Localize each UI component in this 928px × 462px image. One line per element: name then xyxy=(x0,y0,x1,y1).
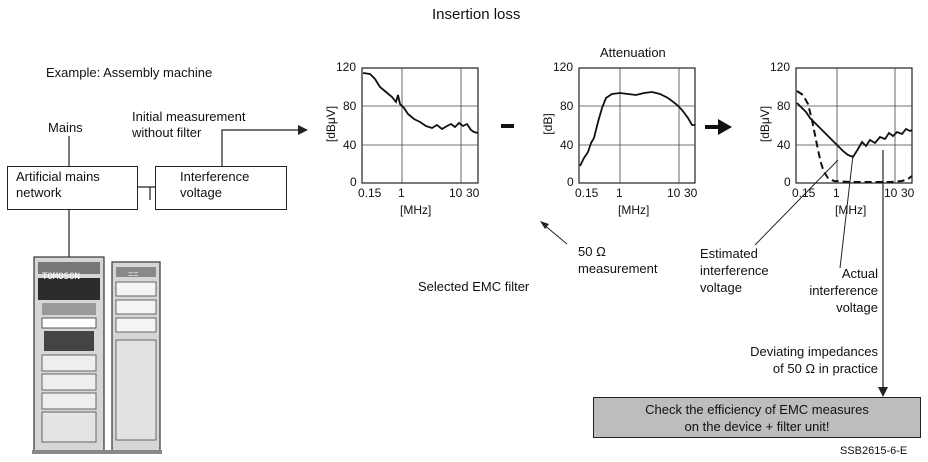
chart-2-ytick-120: 120 xyxy=(553,60,574,74)
estimated-line-2: interference xyxy=(700,263,769,278)
interference-voltage-box: Interference voltage xyxy=(155,166,287,210)
chart-2-ytick-80: 80 xyxy=(560,99,574,113)
chart-1-ytick-80: 80 xyxy=(343,99,357,113)
chart-2-xtick-30: 30 xyxy=(684,186,698,200)
chart-1-xtick-1: 1 xyxy=(398,186,405,200)
actual-line-1: Actual xyxy=(841,266,878,281)
check-efficiency-box: Check the efficiency of EMC measures on … xyxy=(593,397,921,438)
chart-3-ytick-80: 80 xyxy=(777,99,791,113)
chart-3-xlabel: [MHz] xyxy=(835,203,867,217)
artificial-mains-line-1: Artificial mains xyxy=(16,169,100,184)
interference-voltage-line-1: Interference xyxy=(180,169,250,184)
actual-line-3: voltage xyxy=(836,300,878,315)
chart-1-xtick-10: 10 xyxy=(449,186,463,200)
chart-3-plot xyxy=(795,67,913,184)
chart-3-xtick-1: 1 xyxy=(833,186,840,200)
chart-2-ylabel: [dB] xyxy=(541,113,555,135)
chart-1-spectrum-curve xyxy=(362,72,479,134)
ohm-measurement-line-1: 50 Ω xyxy=(578,244,606,259)
chart-2-plot xyxy=(578,67,696,184)
estimated-line-1: Estimated xyxy=(700,246,758,261)
interference-voltage-line-2: voltage xyxy=(180,185,222,200)
check-line-2: on the device + filter unit! xyxy=(684,419,830,434)
chart-2-xlabel: [MHz] xyxy=(618,203,650,217)
cabinet-right-label: == xyxy=(128,269,139,279)
estimated-line-3: voltage xyxy=(700,280,742,295)
chart-2-xtick-0-15: 0.15 xyxy=(575,186,599,200)
deviating-line-1: Deviating impedances xyxy=(750,344,878,359)
chart-3-ytick-0: 0 xyxy=(784,175,791,189)
chart-3-ytick-40: 40 xyxy=(777,138,791,152)
chart-3-actual-curve xyxy=(796,102,913,159)
artificial-mains-network-box: Artificial mains network xyxy=(7,166,138,210)
chart-3-xtick-0-15: 0.15 xyxy=(792,186,816,200)
chart-1-ytick-120: 120 xyxy=(336,60,357,74)
assembly-machine-illustration xyxy=(32,256,162,454)
chart-3-estimated-curve xyxy=(796,90,913,183)
check-arrowhead xyxy=(878,387,888,397)
document-code: SSB2615-6-E xyxy=(840,445,908,457)
check-line-1: Check the efficiency of EMC measures xyxy=(645,402,869,417)
cabinet-left-label: TOMOSON xyxy=(42,272,80,282)
minus-operator xyxy=(501,124,514,128)
chart-1-ylabel: [dBμV] xyxy=(324,105,338,143)
measurement-arrowhead xyxy=(298,125,308,135)
chart-3-ytick-120: 120 xyxy=(770,60,791,74)
attenuation-label: Attenuation xyxy=(600,45,666,60)
chart-2-ytick-0: 0 xyxy=(567,175,574,189)
filter-leader-line xyxy=(542,223,568,245)
example-label: Example: Assembly machine xyxy=(46,65,213,80)
ohm-measurement-line-2: measurement xyxy=(578,261,658,276)
result-arrowhead xyxy=(718,119,732,135)
diagram-title: Insertion loss xyxy=(432,6,521,23)
chart-2-ytick-40: 40 xyxy=(560,138,574,152)
initial-measurement-line-2: without filter xyxy=(132,125,202,140)
chart-1-ytick-0: 0 xyxy=(350,175,357,189)
deviating-line-2: of 50 Ω in practice xyxy=(772,361,878,376)
chart-2-xtick-1: 1 xyxy=(616,186,623,200)
chart-3-xtick-30: 30 xyxy=(901,186,915,200)
filter-leader-arrowhead xyxy=(540,221,549,229)
artificial-mains-line-2: network xyxy=(16,185,62,200)
chart-3-ylabel: [dBμV] xyxy=(758,105,772,143)
chart-1-xtick-30: 30 xyxy=(466,186,480,200)
mains-label: Mains xyxy=(48,120,83,135)
chart-1-ytick-40: 40 xyxy=(343,138,357,152)
chart-1-plot xyxy=(361,67,479,184)
measurement-lead-line xyxy=(221,129,300,166)
chart-1-xtick-0-15: 0.15 xyxy=(358,186,382,200)
initial-measurement-line-1: Initial measurement xyxy=(132,109,246,124)
chart-2-attenuation-curve xyxy=(579,91,695,167)
selected-filter-label: Selected EMC filter xyxy=(418,279,530,294)
actual-leader-line xyxy=(839,154,854,269)
chart-3-xtick-10: 10 xyxy=(884,186,898,200)
actual-line-2: interference xyxy=(809,283,878,298)
chart-1-xlabel: [MHz] xyxy=(400,203,432,217)
chart-2-xtick-10: 10 xyxy=(667,186,681,200)
estimated-leader-line xyxy=(754,159,839,246)
